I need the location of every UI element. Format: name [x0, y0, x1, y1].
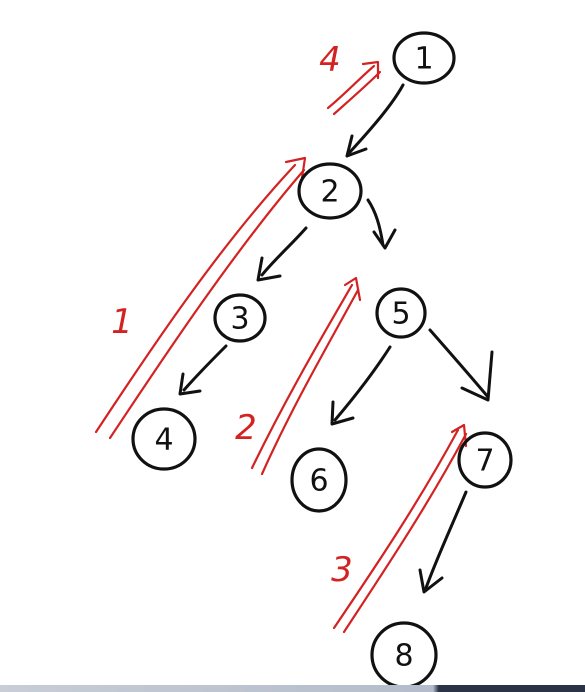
traversal-arrow-1-line-b: [108, 168, 306, 440]
tree-node-5: 5: [375, 287, 427, 339]
traversal-arrow-2-head: [343, 276, 362, 302]
arrowhead-edge-5-6: [330, 400, 355, 426]
traversal-arrow-4-line-a: [326, 64, 376, 110]
edge-7-8: [424, 490, 468, 590]
traversal-arrow-1-line-a: [94, 163, 297, 434]
traversal-arrow-1-head: [284, 156, 307, 180]
tree-nodes: 1 2 3 4 5 6 7 8: [131, 31, 513, 689]
tree-node-2: 2: [297, 162, 363, 220]
edge-2-5: [366, 198, 385, 247]
node-circle: [457, 431, 513, 489]
arrowhead-edge-1-2: [345, 134, 368, 158]
tree-node-4: 4: [131, 407, 197, 471]
traversal-arrow-3-line-b: [342, 432, 468, 634]
node-label: 2: [320, 175, 339, 210]
node-label: 1: [414, 42, 433, 77]
bottom-window-edge: [0, 685, 585, 692]
node-circle: [213, 293, 267, 343]
traversal-arrow-2-line-b: [260, 288, 360, 476]
node-circle: [290, 447, 348, 513]
arrowhead-edge-3-4: [178, 372, 202, 396]
node-circle: [375, 287, 427, 339]
edge-5-6: [333, 345, 392, 422]
tree-node-3: 3: [213, 293, 267, 343]
tree-node-7: 7: [457, 431, 513, 489]
traversal-label-1: 1: [111, 302, 133, 342]
traversal-label-2: 2: [235, 408, 257, 448]
traversal-arrow-3-head: [450, 423, 468, 448]
traversal-arrow-3-line-a: [332, 428, 460, 630]
node-label: 3: [230, 302, 249, 337]
node-label: 7: [475, 444, 494, 479]
arrowhead-edge-2-5: [372, 228, 397, 250]
arrowhead-edge-5-7: [460, 350, 494, 402]
traversal-arrow-4-line-b: [332, 70, 382, 116]
edge-5-7: [428, 328, 490, 399]
traversal-label-4: 4: [319, 40, 341, 80]
tree-node-8: 8: [370, 621, 438, 689]
node-label: 8: [394, 639, 413, 674]
node-label: 4: [154, 423, 173, 458]
traversal-arrows: [94, 60, 468, 634]
traversal-arrow-4-head: [361, 60, 380, 80]
node-label: 6: [309, 464, 328, 499]
tree-node-6: 6: [290, 447, 348, 513]
arrowhead-edge-2-3: [256, 256, 282, 282]
traversal-arrow-2-line-a: [250, 283, 354, 470]
node-circle: [392, 31, 456, 85]
node-label: 5: [391, 297, 410, 332]
tree-edges: [178, 83, 494, 594]
tree-node-1: 1: [392, 31, 456, 85]
edge-3-4: [182, 344, 228, 392]
node-circle: [131, 407, 197, 471]
traversal-label-3: 3: [331, 550, 353, 590]
node-circle: [297, 162, 363, 220]
edge-2-3: [260, 226, 308, 277]
arrowhead-edge-7-8: [418, 568, 444, 594]
edge-1-2: [348, 83, 405, 154]
traversal-labels: 1 2 3 4: [111, 40, 353, 590]
